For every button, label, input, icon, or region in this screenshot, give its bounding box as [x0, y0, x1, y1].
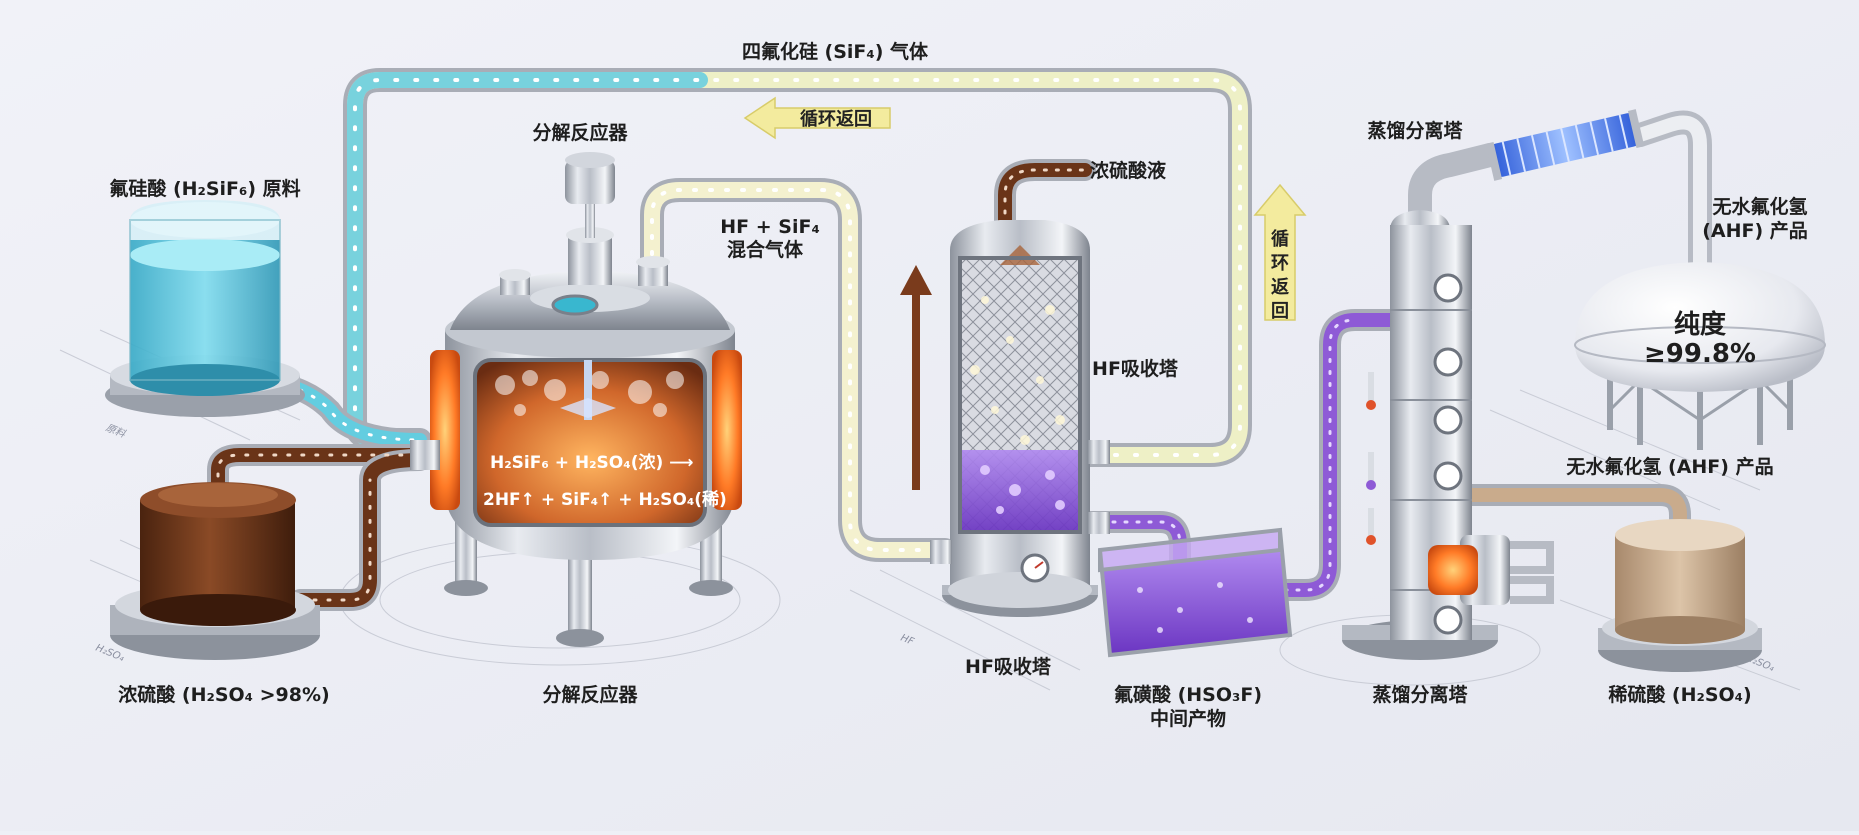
dilute-acid-tank: [1598, 519, 1762, 672]
thermometers: [1366, 372, 1376, 545]
distillation-column: [1342, 210, 1554, 660]
ahf-top-label-1: 无水氟化氢: [1712, 195, 1807, 218]
absorber-bottom-label: HF吸收塔: [965, 655, 1052, 678]
purity-label: 纯度: [1674, 309, 1726, 340]
hso3f-label-2: 中间产物: [1150, 707, 1226, 730]
hf-sif4-label-1: HF + SiF₄: [720, 216, 820, 238]
h2sif6-feed-label: 氟硅酸 (H₂SiF₆) 原料: [109, 177, 300, 200]
recycle-arrow-vertical: [1253, 183, 1307, 321]
conc-h2so4-label: 浓硫酸 (H₂SO₄ >98%): [118, 683, 329, 706]
recycle-vertical-char: 返: [1271, 277, 1289, 298]
condenser: [1485, 109, 1645, 181]
distill-bottom-label: 蒸馏分离塔: [1372, 683, 1468, 706]
recycle-vertical-label: 循环返回: [1271, 228, 1289, 322]
recycle-vertical-char: 环: [1271, 253, 1289, 274]
dilute-pipe: [1459, 484, 1691, 541]
feed-tank: [105, 200, 305, 417]
reaction-equation-line2: 2HF↑ + SiF₄↑ + H₂SO₄(稀): [483, 489, 727, 510]
ahf-vapor-pipe: [1408, 110, 1712, 277]
acid-feed-absorber-pipe: [994, 159, 1096, 236]
dilute-h2so4-label: 稀硫酸 (H₂SO₄): [1608, 683, 1751, 706]
recycle-top-label: 循环返回: [800, 108, 872, 130]
hso3f-trough: [1098, 527, 1293, 658]
distill-top-label: 蒸馏分离塔: [1367, 119, 1463, 142]
absorber-mid-label: HF吸收塔: [1092, 357, 1179, 380]
recycle-vertical-text: 循: [1271, 228, 1289, 250]
conc-acid-liquid-label: 浓硫酸液: [1090, 159, 1167, 182]
reactor-bottom-label: 分解反应器: [542, 683, 638, 706]
hf-sif4-pipe: [640, 178, 957, 562]
recycle-vertical-char: 回: [1271, 301, 1289, 322]
recycle-arrow-top: [743, 96, 891, 140]
decomposition-reactor: [410, 152, 742, 647]
ahf-top-label-2: (AHF) 产品: [1702, 219, 1808, 242]
hf-sif4-label-2: 混合气体: [727, 238, 804, 261]
acid-tank: [110, 482, 320, 660]
hso3f-label-1: 氟磺酸 (HSO₃F): [1114, 683, 1262, 706]
reaction-equation-line1: H₂SiF₆ + H₂SO₄(浓) ⟶: [490, 453, 694, 473]
floor-tag-absorber: HF: [899, 633, 916, 648]
ahf-storage-sphere: [1574, 262, 1826, 450]
reactor-top-label: 分解反应器: [532, 121, 628, 144]
ahf-product-label: 无水氟化氢 (AHF) 产品: [1566, 455, 1773, 478]
column-gauges: [1433, 273, 1463, 635]
acid-pipe: [207, 444, 431, 611]
hf-absorber: [930, 220, 1110, 617]
sif4-gas-label: 四氟化硅 (SiF₄) 气体: [742, 40, 929, 63]
purity-value: ≥99.8%: [1644, 339, 1756, 369]
gas-flow-up-arrow: [900, 265, 932, 490]
